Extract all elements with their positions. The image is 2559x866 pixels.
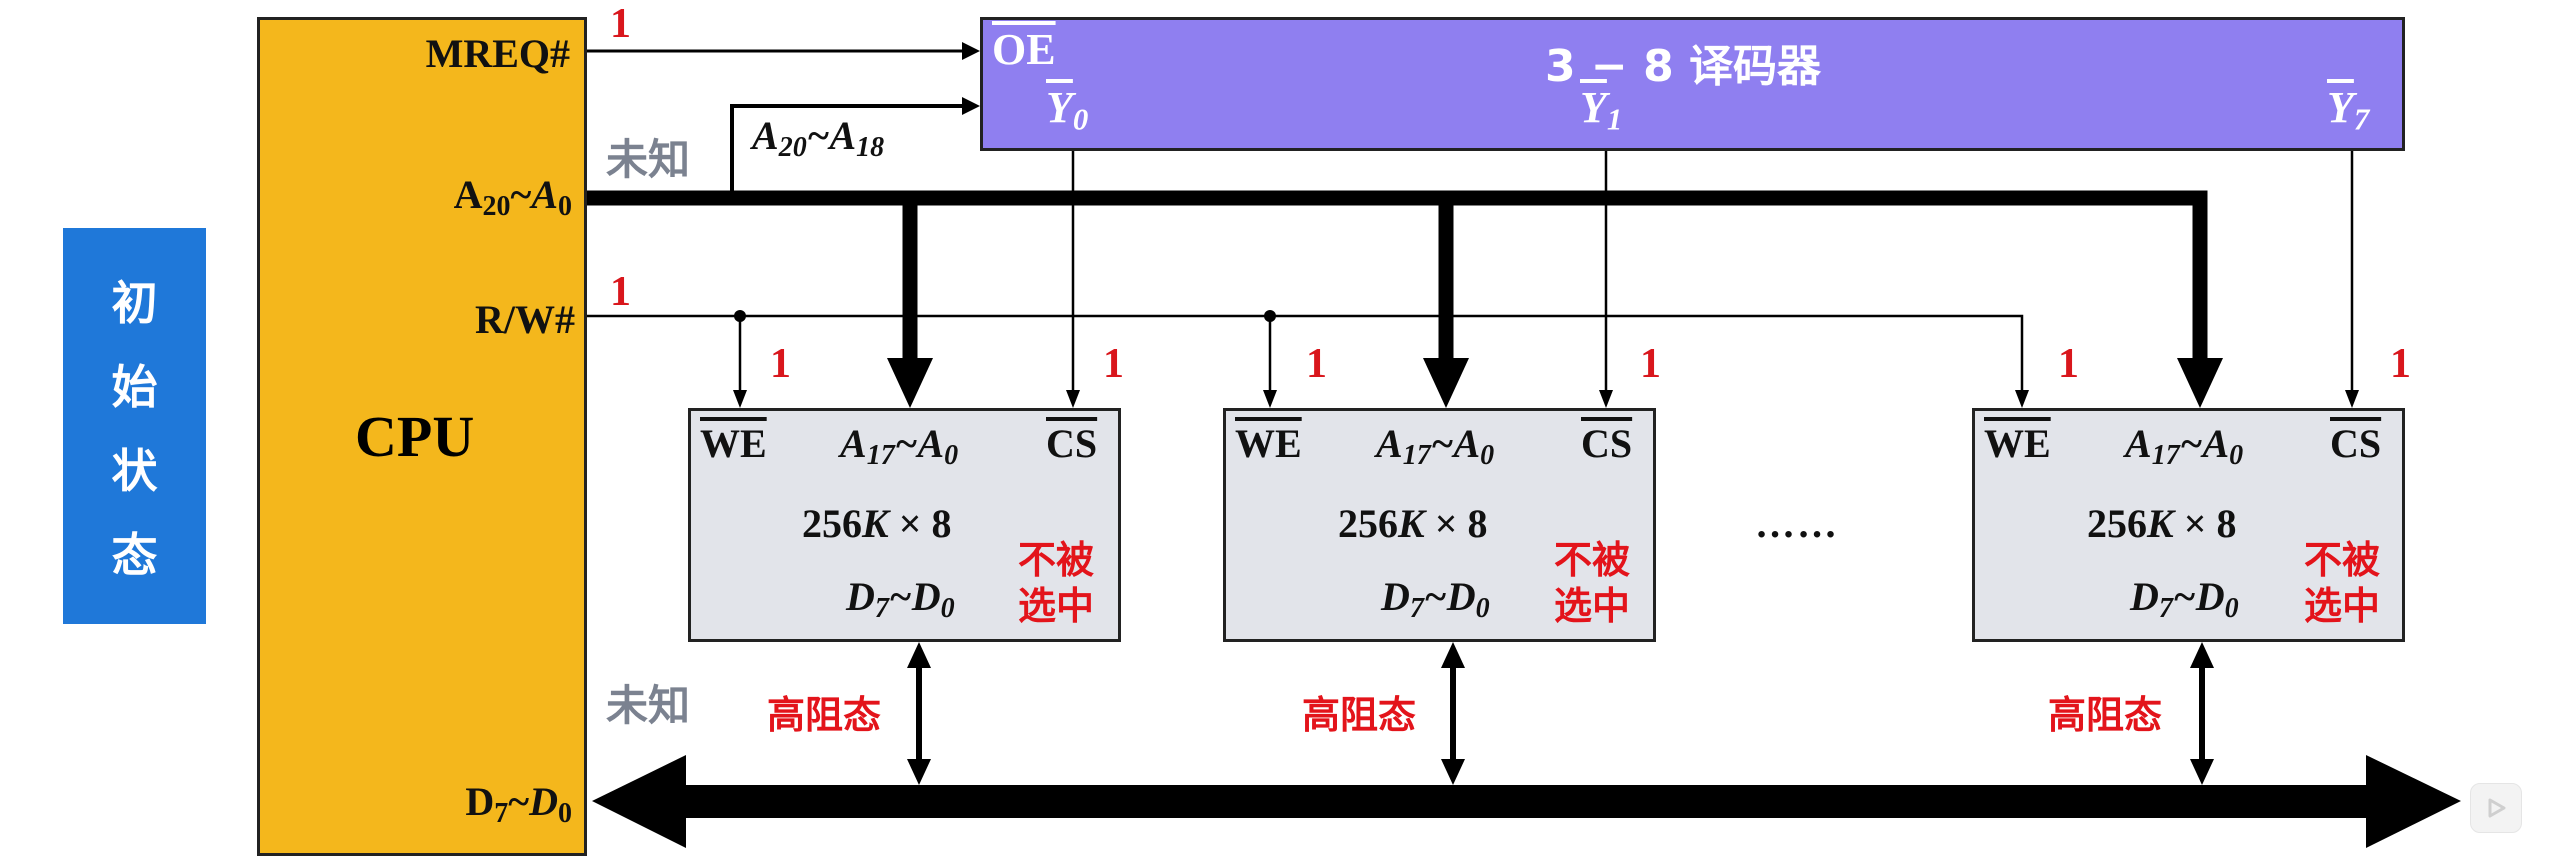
rw-junction-2 <box>1264 310 1276 322</box>
memory-chip-3 <box>1972 408 2405 642</box>
memory-chip-1 <box>688 408 1121 642</box>
chip-data-link-3 <box>2190 642 2214 785</box>
decoder-address-line <box>730 104 968 198</box>
memory-chip-2 <box>1223 408 1656 642</box>
address-bus <box>587 190 2208 360</box>
chip-we-label: WE <box>1984 421 2051 466</box>
cs-arrowhead-1 <box>1066 390 1080 408</box>
more-chips-ellipsis: …… <box>1755 501 1839 546</box>
chip-we-value: 1 <box>2058 341 2079 387</box>
initial-state-label: 初 始 状 态 <box>63 228 206 624</box>
chip-status: 不被选中 <box>1554 538 1631 628</box>
data-bus <box>592 755 2461 848</box>
pin-data: D7~D0 <box>465 779 572 829</box>
chip-data-link-2 <box>1441 642 1465 785</box>
address-arrowhead-2 <box>1423 358 1469 408</box>
decoder-output-y1: Y1 <box>1580 83 1623 137</box>
chip-data-label: D7~D0 <box>846 574 955 624</box>
state-char: 态 <box>111 528 158 582</box>
rw-junction-1 <box>734 310 746 322</box>
decoder-3-8 <box>980 17 2405 151</box>
decoder-input-label: A20~A18 <box>752 113 885 163</box>
pin-mreq: MREQ# <box>425 31 570 76</box>
we-arrowhead-1 <box>733 390 747 408</box>
chip-bus-state: 高阻态 <box>767 693 882 737</box>
chip-status: 不被选中 <box>2304 538 2381 628</box>
mreq-arrowhead <box>962 42 980 60</box>
we-arrowhead-2 <box>1263 390 1277 408</box>
chip-address-label: A17~A0 <box>2125 421 2244 471</box>
chip-we-label: WE <box>700 421 767 466</box>
chip-capacity: 256K × 8 <box>2087 501 2237 546</box>
chip-we-value: 1 <box>1306 341 1327 387</box>
address-arrowhead-1 <box>887 358 933 408</box>
chip-bus-state: 高阻态 <box>2048 693 2163 737</box>
data-state-unknown: 未知 <box>606 681 691 730</box>
chip-cs-label: CS <box>1581 421 1633 466</box>
address-state-unknown: 未知 <box>606 135 691 184</box>
chip-cs-value: 1 <box>1640 341 1661 387</box>
state-char: 状 <box>111 444 158 498</box>
chip-address-label: A17~A0 <box>1376 421 1495 471</box>
decoder-output-y0: Y0 <box>1046 83 1089 137</box>
address-arrowhead-3 <box>2177 358 2223 408</box>
rw-line <box>587 314 2024 395</box>
chip-data-label: D7~D0 <box>2130 574 2239 624</box>
pin-rw: R/W# <box>475 297 575 342</box>
data-bus-right-head <box>2366 755 2461 848</box>
chip-cs-value: 1 <box>1103 341 1124 387</box>
state-char: 初 <box>111 276 158 330</box>
chip-capacity: 256K × 8 <box>802 501 952 546</box>
chip-we-value: 1 <box>770 341 791 387</box>
state-char: 始 <box>111 360 158 414</box>
decoder-output-y7: Y7 <box>2327 83 2370 137</box>
chip-address-label: A17~A0 <box>840 421 959 471</box>
mreq-value: 1 <box>610 1 631 47</box>
chip-cs-value: 1 <box>2390 341 2411 387</box>
cs-arrowhead-3 <box>2345 390 2359 408</box>
chip-data-link-1 <box>907 642 931 785</box>
chip-we-label: WE <box>1235 421 1302 466</box>
rw-value: 1 <box>610 269 631 315</box>
chip-capacity: 256K × 8 <box>1338 501 1488 546</box>
we-arrowhead-3 <box>2015 390 2029 408</box>
chip-data-label: D7~D0 <box>1381 574 1490 624</box>
pin-address: A20~A0 <box>453 172 572 222</box>
chip-bus-state: 高阻态 <box>1302 693 1417 737</box>
cpu-title: CPU <box>355 404 475 469</box>
cpu-block <box>257 17 587 856</box>
decoder-address-arrowhead <box>962 97 980 115</box>
chip-cs-label: CS <box>2330 421 2382 466</box>
decoder-enable-oe: OE <box>992 25 1056 74</box>
video-play-icon[interactable] <box>2470 783 2522 833</box>
chip-status: 不被选中 <box>1018 538 1095 628</box>
chip-cs-label: CS <box>1046 421 1098 466</box>
data-bus-left-head <box>592 755 686 848</box>
cs-arrowhead-2 <box>1599 390 1613 408</box>
decoder-title: 3 − 8 译码器 <box>1545 41 1822 92</box>
